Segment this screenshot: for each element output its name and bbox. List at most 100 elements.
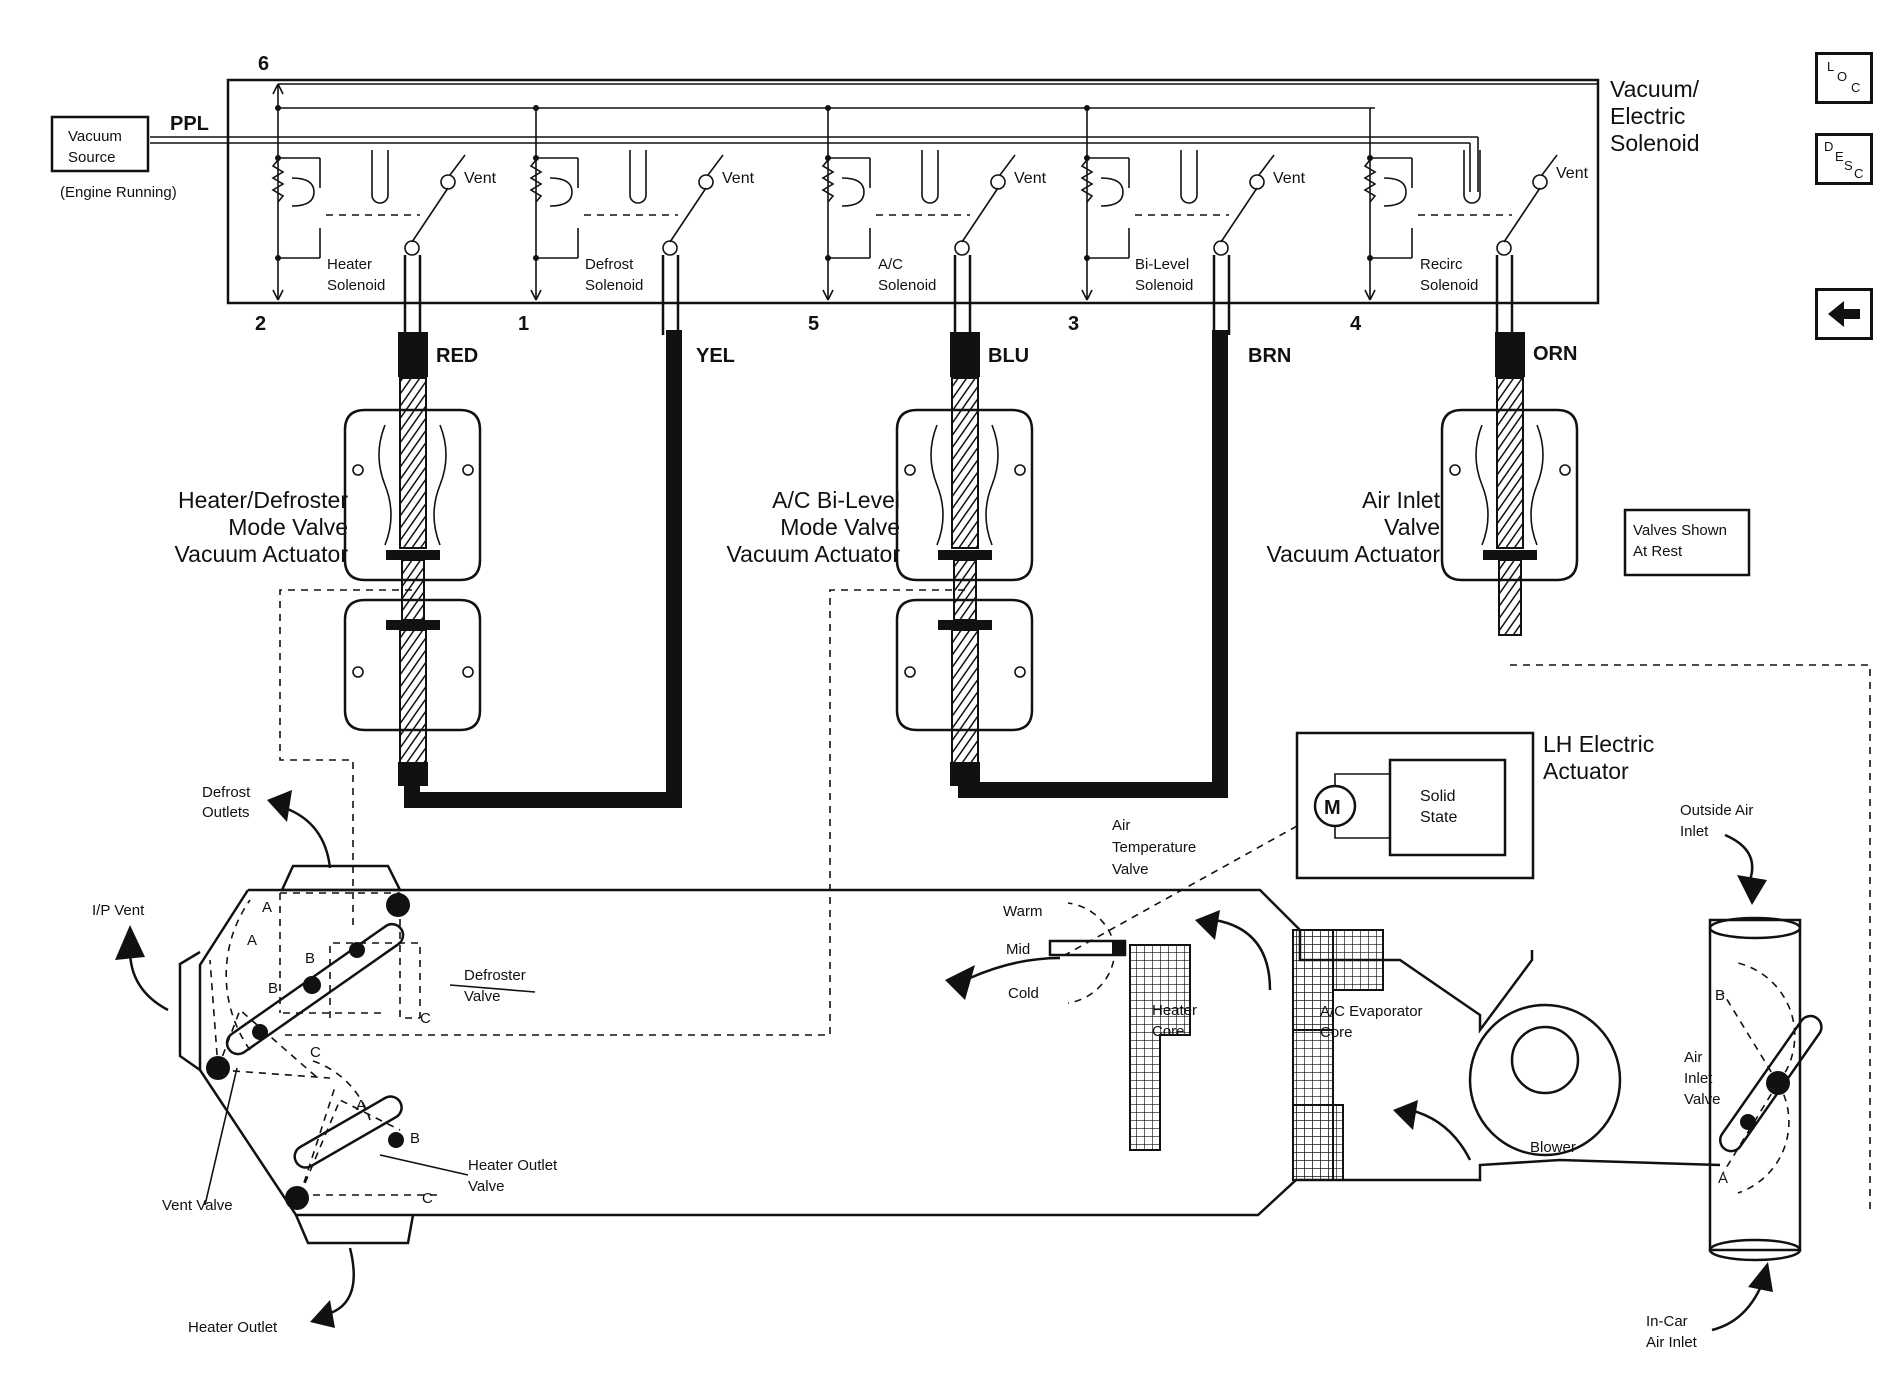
- evaporator-core: [1292, 929, 1384, 1181]
- evaporator-2: Core: [1320, 1024, 1353, 1041]
- solenoid-title-2: Electric: [1610, 103, 1685, 129]
- pin-5: 5: [808, 313, 819, 335]
- valves-note-line2: At Rest: [1633, 543, 1683, 560]
- solenoid-1-line2: Solenoid: [327, 277, 385, 294]
- vacuum-source-line2: Source: [68, 149, 116, 166]
- arrow-left-icon: [1828, 301, 1860, 327]
- airflow-arrows: [115, 790, 1773, 1332]
- solid-state-line1: Solid: [1420, 788, 1456, 805]
- evaporator-1: A/C Evaporator: [1320, 1003, 1423, 1020]
- incar-air-1: In-Car: [1646, 1313, 1688, 1330]
- loc-letter-o: O: [1837, 69, 1848, 84]
- loc-letter-c: C: [1851, 80, 1861, 95]
- desc-letter-c: C: [1854, 166, 1864, 181]
- hd-actuator-line2: Mode Valve: [228, 514, 348, 540]
- air-temp-valve-2: Temperature: [1112, 839, 1196, 856]
- pos-b-3: B: [410, 1130, 420, 1147]
- heater-core-1: Heater: [1152, 1002, 1197, 1019]
- inlet-actuator-line2: Valve: [1384, 514, 1440, 540]
- vent-label-5: Vent: [1556, 165, 1589, 182]
- ac-actuator-line3: Vacuum Actuator: [727, 541, 901, 567]
- pos-a-inlet: A: [1718, 1170, 1728, 1187]
- hvac-duct: [178, 864, 1721, 1245]
- pos-b-1: B: [305, 950, 315, 967]
- mid-label: Mid: [1006, 941, 1030, 958]
- air-inlet-duct: [1708, 916, 1823, 1262]
- pos-b-inlet: B: [1715, 987, 1725, 1004]
- solenoid-5-line2: Solenoid: [1420, 277, 1478, 294]
- actuator-ac-bilevel: [895, 377, 1034, 766]
- air-inlet-valve-3: Valve: [1684, 1091, 1720, 1108]
- solenoid-4-line1: Bi-Level: [1135, 256, 1189, 273]
- pin-3: 3: [1068, 313, 1079, 335]
- outside-air-1: Outside Air: [1680, 802, 1753, 819]
- ppl-label: PPL: [170, 113, 209, 135]
- warm-label: Warm: [1003, 903, 1042, 920]
- desc-letter-e: E: [1835, 149, 1844, 164]
- pos-c-3: C: [422, 1190, 433, 1207]
- hose-brn-label: BRN: [1248, 345, 1291, 367]
- vacuum-source-box: [50, 115, 150, 173]
- pin-2: 2: [255, 313, 266, 335]
- defroster-valve-1: Defroster: [464, 967, 526, 984]
- vacuum-hoses: [398, 330, 1525, 808]
- blower: [1468, 1003, 1622, 1157]
- incar-air-2: Air Inlet: [1646, 1334, 1698, 1351]
- solenoid-3-line1: A/C: [878, 256, 903, 273]
- defrost-outlets-1: Defrost: [202, 784, 251, 801]
- heater-outlet-valve-2: Valve: [468, 1178, 504, 1195]
- ip-vent-label: I/P Vent: [92, 902, 145, 919]
- hose-red-label: RED: [436, 345, 478, 367]
- solenoid-title-1: Vacuum/: [1610, 76, 1700, 102]
- desc-letter-d: D: [1824, 139, 1834, 154]
- pin-4: 4: [1350, 313, 1362, 335]
- lh-actuator-title2: Actuator: [1543, 758, 1629, 784]
- labels: 6 PPL Vacuum Source (Engine Running) Vac…: [60, 53, 1753, 1351]
- hose-orn-label: ORN: [1533, 343, 1577, 365]
- heater-core: [1129, 944, 1191, 1151]
- solenoid-2-line2: Solenoid: [585, 277, 643, 294]
- solenoid-title-3: Solenoid: [1610, 130, 1700, 156]
- valves-note-line1: Valves Shown: [1633, 522, 1727, 539]
- pos-c-1: C: [420, 1010, 431, 1027]
- pos-a-1: A: [262, 899, 272, 916]
- inlet-actuator-line1: Air Inlet: [1362, 487, 1441, 513]
- desc-letter-s: S: [1844, 158, 1853, 173]
- air-inlet-valve-2: Inlet: [1684, 1070, 1713, 1087]
- pin-6: 6: [258, 53, 269, 75]
- solenoid-box: [150, 78, 1600, 305]
- pos-a-3: A: [356, 1097, 366, 1114]
- pos-c-2: C: [310, 1044, 321, 1061]
- back-button[interactable]: [1815, 288, 1873, 340]
- solenoid-4-line2: Solenoid: [1135, 277, 1193, 294]
- vent-label-1: Vent: [464, 170, 497, 187]
- air-temp-valve-1: Air: [1112, 817, 1130, 834]
- inlet-actuator-line3: Vacuum Actuator: [1267, 541, 1441, 567]
- loc-letter-l: L: [1827, 59, 1835, 74]
- air-temperature-valve: [1048, 902, 1127, 1004]
- solenoid-1-line1: Heater: [327, 256, 372, 273]
- vent-valve-label: Vent Valve: [162, 1197, 233, 1214]
- engine-running: (Engine Running): [60, 184, 177, 201]
- description-button[interactable]: D E S C: [1815, 133, 1873, 185]
- solenoid-5-line1: Recirc: [1420, 256, 1463, 273]
- air-temp-valve-3: Valve: [1112, 861, 1148, 878]
- vent-label-4: Vent: [1273, 170, 1306, 187]
- lh-actuator-title1: LH Electric: [1543, 731, 1654, 757]
- ac-actuator-line1: A/C Bi-Level: [772, 487, 900, 513]
- solenoid-units: [271, 83, 1558, 335]
- vacuum-source-line1: Vacuum: [68, 128, 122, 145]
- hose-yel-label: YEL: [696, 345, 735, 367]
- solid-state-line2: State: [1420, 809, 1457, 826]
- outside-air-2: Inlet: [1680, 823, 1709, 840]
- pin-1: 1: [518, 313, 529, 335]
- linkage-lines: [279, 589, 1871, 1215]
- motor-label: M: [1324, 797, 1341, 819]
- actuator-heater-defroster: [343, 377, 482, 766]
- heater-outlet-valve-1: Heater Outlet: [468, 1157, 558, 1174]
- location-button[interactable]: L O C: [1815, 52, 1873, 104]
- solenoid-2-line1: Defrost: [585, 256, 634, 273]
- air-inlet-valve-1: Air: [1684, 1049, 1702, 1066]
- cold-label: Cold: [1008, 985, 1039, 1002]
